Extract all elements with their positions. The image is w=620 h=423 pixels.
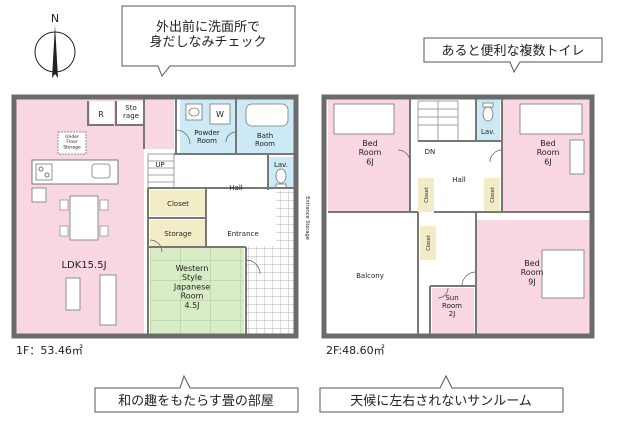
- callout-top-left: 外出前に洗面所で身だしなみチェック: [121, 5, 296, 77]
- area-1f: 1F：53.46㎡: [16, 344, 83, 357]
- label-entrance: Entrance: [227, 230, 258, 238]
- fridge: [31, 187, 47, 203]
- label-up: UP: [155, 161, 164, 169]
- washing-machine: [209, 103, 231, 125]
- room-japanese: [150, 248, 244, 334]
- room-balcony: [326, 214, 418, 334]
- room-entrance: [246, 246, 294, 334]
- sink-powder: [185, 103, 203, 121]
- label-lav-1f: Lav.: [274, 161, 288, 169]
- closet-2f-right: [484, 178, 500, 212]
- sofa: [65, 274, 117, 326]
- label-hall-1f: Hall: [229, 184, 242, 192]
- callout-bottom-left: 和の趣をもたらす畳の部屋: [94, 374, 299, 413]
- closet-2f-bottom: [420, 226, 436, 260]
- callout-top-left-text: 外出前に洗面所で身だしなみチェック: [149, 19, 266, 50]
- bathtub: [245, 103, 289, 127]
- label-closet-2f-left: Closet: [424, 187, 430, 203]
- under-floor-storage: [57, 131, 87, 155]
- room-sun: [432, 288, 474, 334]
- room-storage-1f: [150, 220, 206, 246]
- toilet-1f: [275, 168, 287, 189]
- room-storage-top: [116, 101, 144, 125]
- label-closet-1f: Closet: [167, 200, 189, 208]
- stairs-1f: [147, 153, 175, 189]
- label-closet-2f-right: Closet: [490, 187, 496, 203]
- label-dn: DN: [425, 148, 436, 156]
- compass-letter: N: [51, 12, 59, 25]
- label-w: W: [216, 110, 224, 119]
- callout-top-right: あると便利な複数トイレ: [423, 37, 603, 74]
- callout-bottom-right-text: 天候に左右されないサンルーム: [350, 394, 532, 409]
- label-storage-1f: Storage: [164, 230, 191, 238]
- closet-2f-left: [418, 178, 434, 212]
- room-closet-1f: [150, 190, 206, 216]
- label-entrance-storage: Entrance Storage: [304, 196, 310, 240]
- label-hall-2f: Hall: [452, 176, 465, 184]
- kitchen-counter: [31, 159, 119, 185]
- room-r: [90, 101, 114, 125]
- dining-table: [59, 195, 109, 241]
- label-closet-2f-bottom: Closet: [426, 235, 432, 251]
- label-balcony: Balcony: [356, 272, 384, 280]
- label-ldk: LDK15.5J: [61, 260, 106, 271]
- room-entrance-hall: [206, 190, 268, 246]
- entrance-storage-area: [276, 190, 294, 246]
- toilet-2f: [482, 102, 494, 122]
- callout-top-right-text: あると便利な複数トイレ: [441, 43, 584, 59]
- beds-2f: [333, 103, 585, 299]
- stairs-2f: [417, 100, 459, 142]
- room-ldk-ext: [144, 99, 174, 149]
- area-2f: 2F:48.60㎡: [326, 344, 385, 357]
- callout-bottom-right: 天候に左右されないサンルーム: [319, 374, 564, 413]
- label-r: R: [98, 110, 104, 119]
- label-lav-2f: Lav.: [481, 128, 495, 136]
- compass: N: [34, 12, 76, 78]
- callout-bottom-left-text: 和の趣をもたらす畳の部屋: [118, 394, 274, 409]
